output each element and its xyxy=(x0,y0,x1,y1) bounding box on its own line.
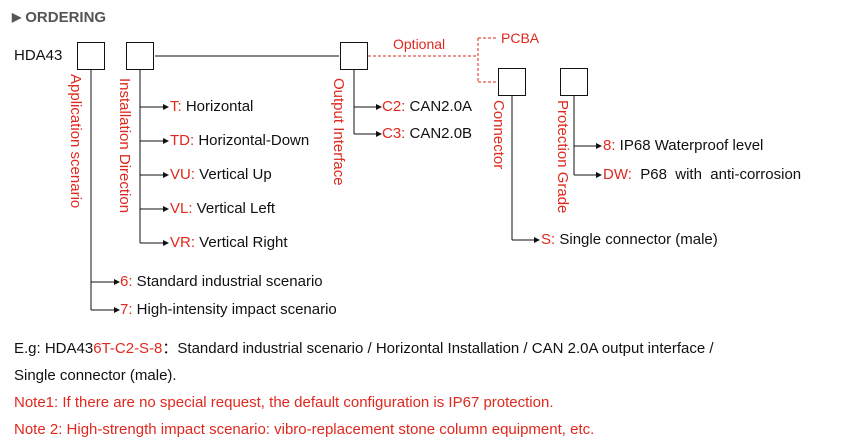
pcba-label: PCBA xyxy=(501,30,540,46)
installation-option: VU: Vertical Up xyxy=(170,166,272,183)
installation-option: TD: Horizontal-Down xyxy=(170,132,310,149)
model-prefix: HDA43 xyxy=(14,47,63,64)
connector-box xyxy=(498,68,526,96)
installation-direction-label: Installation Direction xyxy=(116,78,133,214)
example-line: E.g: HDA436T-C2-S-8：Standard industrial … xyxy=(14,340,714,357)
output-option: C3: CAN2.0B xyxy=(382,125,473,142)
installation-option: T: Horizontal xyxy=(170,98,254,115)
connector-option: S: Single connector (male) xyxy=(541,231,718,248)
protection-box xyxy=(560,68,588,96)
example-line-2: Single connector (male). xyxy=(14,367,177,384)
installation-option: VL: Vertical Left xyxy=(170,200,276,217)
connector-label: Connector xyxy=(490,100,507,170)
installation-box xyxy=(126,42,154,70)
output-box xyxy=(340,42,368,70)
play-triangle-icon: ▶ xyxy=(12,10,22,24)
application-box xyxy=(77,42,105,70)
protection-option: 8: IP68 Waterproof level xyxy=(603,137,764,154)
section-header: ▶ORDERING xyxy=(12,9,106,26)
note-1: Note1: If there are no special request, … xyxy=(14,394,554,411)
note-2: Note 2: High-strength impact scenario: v… xyxy=(14,421,595,438)
application-option: 7: High-intensity impact scenario xyxy=(120,301,337,318)
output-option: C2: CAN2.0A xyxy=(382,98,473,115)
installation-option: VR: Vertical Right xyxy=(170,234,288,251)
section-title: ORDERING xyxy=(25,9,107,26)
protection-option: DW: P68 with anti-corrosion xyxy=(603,166,802,183)
optional-label: Optional xyxy=(393,36,446,52)
protection-grade-label: Protection Grade xyxy=(554,100,571,214)
output-interface-label: Output Interface xyxy=(330,78,347,186)
application-option: 6: Standard industrial scenario xyxy=(120,273,323,290)
application-scenario-label: Application scenario xyxy=(67,74,84,209)
